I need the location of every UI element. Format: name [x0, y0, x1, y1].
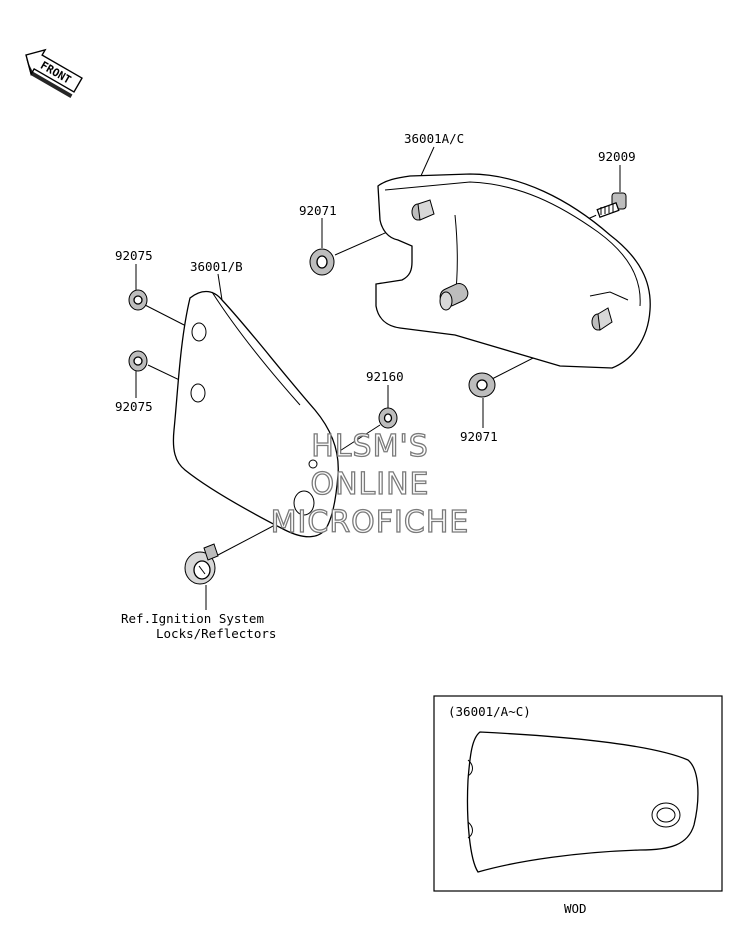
damper-92071-top — [309, 248, 335, 276]
watermark-line1: HLSM'S — [311, 429, 429, 464]
watermark-line2: ONLINE — [310, 467, 429, 502]
side-cover-36001-b — [172, 290, 339, 538]
reference-note-line2: Locks/Reflectors — [156, 626, 276, 641]
label-92071-top: 92071 — [299, 203, 337, 218]
label-92075-bottom: 92075 — [115, 399, 153, 414]
watermark-line3: MICROFICHE — [271, 505, 470, 540]
front-direction-arrow-icon: FRONT — [25, 48, 83, 98]
inset-caption: WOD — [564, 901, 587, 916]
reference-note-line1: Ref.Ignition System — [121, 611, 264, 626]
bolt-92009 — [596, 192, 627, 219]
inset-side-cover — [466, 731, 699, 873]
label-92071-bottom: 92071 — [460, 429, 498, 444]
damper-92071-bottom — [468, 372, 496, 398]
watermark: HLSM'S ONLINE MICROFICHE — [270, 428, 470, 540]
label-36001-ac: 36001A/C — [404, 131, 464, 146]
washer-92160 — [378, 407, 398, 429]
cover-lock — [184, 543, 219, 585]
grommet-92075-top — [128, 289, 148, 311]
inset-label: (36001/A~C) — [448, 704, 531, 719]
side-cover-36001-ac — [375, 173, 651, 369]
label-36001-b: 36001/B — [190, 259, 243, 274]
label-92075-top: 92075 — [115, 248, 153, 263]
label-92009: 92009 — [598, 149, 636, 164]
grommet-92075-bottom — [128, 350, 148, 372]
inset-box: (36001/A~C) WOD — [433, 695, 723, 916]
label-92160: 92160 — [366, 369, 404, 384]
